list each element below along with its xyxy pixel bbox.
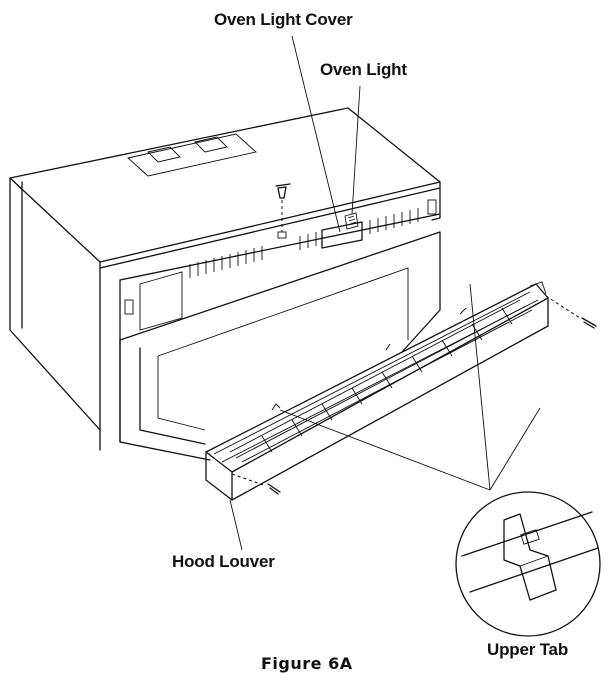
screw-right xyxy=(545,295,597,329)
screw-top xyxy=(275,183,291,239)
oven-light-label: Oven Light xyxy=(320,60,407,79)
microwave-body xyxy=(9,107,441,451)
oven-light-assembly xyxy=(321,212,363,249)
screw-left xyxy=(231,473,281,495)
oven-light-cover-label: Oven Light Cover xyxy=(214,10,353,29)
microwave-door xyxy=(119,231,441,461)
vent-slots xyxy=(189,208,419,278)
upper-tab-detail xyxy=(455,491,601,637)
leader-lines xyxy=(229,35,541,551)
figure-caption: Figure 6A xyxy=(261,654,353,673)
hood-louver-label: Hood Louver xyxy=(172,552,275,571)
hood-louver xyxy=(205,281,549,501)
upper-tab-label: Upper Tab xyxy=(487,640,569,659)
